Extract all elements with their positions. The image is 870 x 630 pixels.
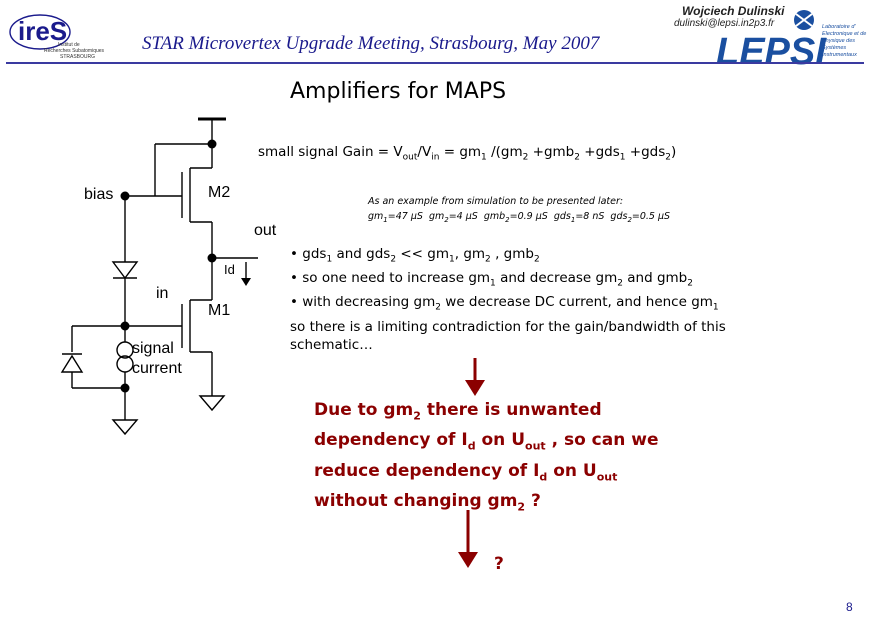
question-mark: ? <box>494 554 504 574</box>
header-divider <box>6 62 864 64</box>
out-label: out <box>254 222 277 239</box>
svg-text:Laboratoire d': Laboratoire d' <box>822 24 856 30</box>
ires-logo: ireS Institut de Recherches Subatomiques… <box>6 8 106 60</box>
id-label: Id <box>224 262 235 277</box>
svg-text:LEPSI: LEPSI <box>716 31 827 70</box>
bias-label: bias <box>84 186 114 203</box>
meeting-title: STAR Microvertex Upgrade Meeting, Strasb… <box>142 33 600 54</box>
slide-title: Amplifiers for MAPS <box>290 79 507 104</box>
svg-text:Physique des: Physique des <box>822 38 855 44</box>
svg-text:Recherches Subatomiques: Recherches Subatomiques <box>44 48 105 54</box>
svg-text:ireS: ireS <box>18 16 67 46</box>
m2-label: M2 <box>208 184 231 201</box>
m1-label: M1 <box>208 302 231 319</box>
bullet-list: • gds1 and gds2 << gm1, gm2 , gmb2 • so … <box>290 246 726 354</box>
svg-text:Instrumentaux: Instrumentaux <box>822 52 857 58</box>
svg-text:Institut de: Institut de <box>58 42 80 48</box>
svg-text:Systèmes: Systèmes <box>822 45 846 51</box>
signal-label: signal <box>132 340 174 357</box>
simulation-example: As an example from simulation to be pres… <box>368 196 671 224</box>
author-email: dulinski@lepsi.in2p3.fr <box>674 18 775 29</box>
svg-text:STRASBOURG: STRASBOURG <box>60 54 95 60</box>
author-name: Wojciech Dulinski <box>682 4 785 18</box>
dependency-question: Due to gm2 there is unwanted dependency … <box>314 400 659 514</box>
svg-text:Electronique et de: Electronique et de <box>822 31 866 37</box>
current-label: current <box>132 360 182 377</box>
lepsi-logo: LEPSI Laboratoire d' Electronique et de … <box>712 8 868 73</box>
gain-equation: small signal Gain = Vout/Vin = gm1 /(gm2… <box>258 144 677 163</box>
page-number: 8 <box>846 600 853 614</box>
in-label: in <box>156 285 169 302</box>
